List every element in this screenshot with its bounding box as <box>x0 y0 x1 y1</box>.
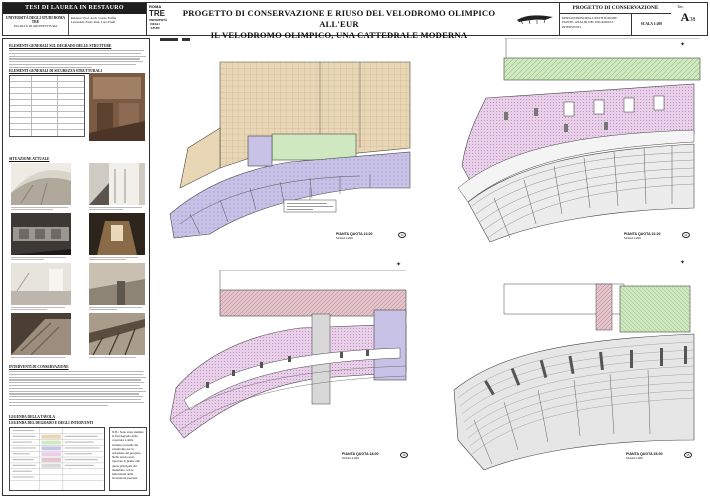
logo-text-university: UNIVERSITÀ DEGLI STUDI <box>149 18 168 30</box>
photo-caption-5 <box>11 307 71 311</box>
photo-corridor <box>89 213 145 255</box>
photo-staircase <box>89 163 145 205</box>
legend-title: LEGENDA DELLA TAVOLA <box>9 415 56 419</box>
poster-title: PROGETTO DI CONSERVAZIONE E RIUSO DEL VE… <box>165 8 513 41</box>
plan-13-title: PIANTA QUOTA 13.00 <box>336 232 373 236</box>
interventions-text <box>9 371 147 407</box>
title-line-2: IL VELODROMO OLIMPICO, UNA CATTEDRALE MO… <box>210 30 468 40</box>
structural-table <box>9 75 85 137</box>
faculty-name: FACOLTÀ DI ARCHITETTURA <box>13 24 58 28</box>
plan-13-drawing <box>160 38 411 239</box>
plan-18-title: PIANTA QUOTA 18.00 <box>342 452 379 456</box>
plan-18-drawing <box>169 270 407 439</box>
plan-22-section-marker: 22 <box>682 232 690 238</box>
plan-22-drawing <box>457 38 701 243</box>
university-logo: ROMA TRE UNIVERSITÀ DEGLI STUDI <box>149 4 168 36</box>
university-cell: UNIVERSITÀ DEGLI STUDI ROMA TRE FACOLTÀ … <box>3 14 69 35</box>
plan-22-label: PIANTA QUOTA 22.20 SCALA 1:200 <box>624 232 661 240</box>
north-arrow-icon-2: ✦ <box>680 260 686 266</box>
north-arrow-icon: ✦ <box>680 42 686 48</box>
plan-25-title: PIANTA QUOTA 25.00 <box>626 452 663 456</box>
photo-white-room <box>11 263 71 305</box>
plan-quota-13: PIANTA QUOTA 13.00 SCALA 1:200 13 <box>160 38 422 258</box>
plan-18-section-marker: 18 <box>400 452 408 458</box>
university-name: UNIVERSITÀ DEGLI STUDI ROMA TRE <box>5 16 66 24</box>
photo-concrete-slab <box>89 263 145 305</box>
legend-subtitle: LEGENDA DEL DEGRADO E DEGLI INTERVENTI <box>9 421 94 425</box>
title-block: TESI DI LAUREA IN RESTAURO UNIVERSITÀ DE… <box>2 2 708 40</box>
plan-18-label: PIANTA QUOTA 18.00 SCALA 1:200 <box>342 452 379 460</box>
photo-caption-1 <box>11 207 71 211</box>
thesis-label: TESI DI LAUREA IN RESTAURO <box>3 3 146 14</box>
photo-caption-3 <box>11 257 71 261</box>
plan-25-drawing <box>453 283 695 470</box>
title-line-1: PROGETTO DI CONSERVAZIONE E RIUSO DEL VE… <box>182 8 496 29</box>
photo-stair-ramp <box>11 313 71 355</box>
sheet-number: Tav. A38 <box>671 4 705 28</box>
tav-label: Tav. <box>677 4 684 9</box>
legend-table <box>9 427 105 491</box>
thesis-info-block: TESI DI LAUREA IN RESTAURO UNIVERSITÀ DE… <box>3 3 147 35</box>
tav-number: 38 <box>689 17 696 23</box>
velodrome-roof-sketch-icon <box>517 15 553 25</box>
laureandi: Laureandi: Paolo Rosi, Luca Prutti <box>70 20 116 25</box>
intro-title: ELEMENTI GENERALI SUL DEGRADO DELLE STRU… <box>9 44 112 48</box>
north-arrow-icon-3: ✦ <box>396 262 402 268</box>
photo-caption-7 <box>11 357 71 359</box>
plan-25-scale: SCALA 1:200 <box>626 456 643 460</box>
authors-cell: Relatore: Prof. Arch. Cesare Feiffer Lau… <box>69 14 146 35</box>
table-title: ELEMENTI GENERALI DI SICUREZZA STRUTTURA… <box>9 69 102 73</box>
plan-quota-22: ✦ PIANTA QUOTA 22.20 SCALA 1:200 22 <box>444 38 706 258</box>
photo-caption-2 <box>89 207 145 211</box>
logo-text-roma: ROMA <box>149 4 162 9</box>
plan-22-title: PIANTA QUOTA 22.20 <box>624 232 661 236</box>
plan-quota-25: ✦ PIANTA QUOTA 25.00 SCALA 1:200 25 <box>444 260 706 470</box>
plan-18-scale: SCALA 1:200 <box>342 456 359 460</box>
note-box: N.B.: Sono state studiate le fasi degrad… <box>109 427 147 491</box>
plan-13-section-marker: 13 <box>398 232 406 238</box>
photo-interior-gallery <box>89 73 145 141</box>
plan-quota-18: PIANTA QUOTA 18.00 SCALA 1:200 18 <box>160 270 422 470</box>
plan-22-scale: SCALA 1:200 <box>624 236 641 240</box>
interventions-title: INTERVENTI DI CONSERVAZIONE <box>9 365 69 369</box>
left-text-panel: ELEMENTI GENERALI SUL DEGRADO DELLE STRU… <box>2 38 150 496</box>
photo-curved-roof <box>11 163 71 205</box>
relatore: Relatore: Prof. Arch. Cesare Feiffer <box>70 16 117 20</box>
project-type: PROGETTO DI CONSERVAZIONE <box>560 3 671 14</box>
intro-text <box>9 50 147 70</box>
plan-13-label: PIANTA QUOTA 13.00 SCALA 1:200 <box>336 232 373 240</box>
plan-25-section-marker: 25 <box>684 452 692 458</box>
photo-underground-hall <box>11 213 71 255</box>
drawing-scale: SCALA 1:200 <box>640 22 662 26</box>
tav-letter: A <box>680 10 690 24</box>
photo-caption-4 <box>89 257 145 261</box>
photo-roof-structure <box>89 313 145 355</box>
photos-title: SITUAZIONE ATTUALE <box>9 157 50 161</box>
drawing-description: DISEGNI PRINCIPALI, RESTITUZIONE PIANTE,… <box>560 14 632 35</box>
plan-25-label: PIANTA QUOTA 25.00 SCALA 1:200 <box>626 452 663 460</box>
plan-13-scale: SCALA 1:200 <box>336 236 353 240</box>
photo-caption-6 <box>89 307 145 311</box>
project-info-block: PROGETTO DI CONSERVAZIONE DISEGNI PRINCI… <box>559 3 671 35</box>
photo-caption-8 <box>89 357 145 359</box>
logo-text-tre: TRE <box>149 9 165 18</box>
